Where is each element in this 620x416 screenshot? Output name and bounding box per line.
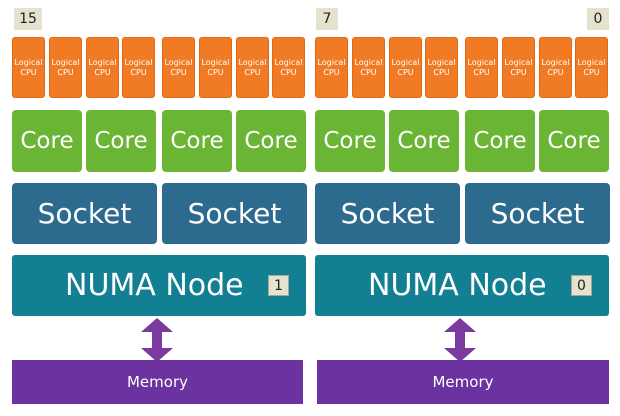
logical-cpu: Logical CPU xyxy=(352,37,385,98)
numa-node: NUMA Node 1 xyxy=(12,255,306,316)
core-label: Core xyxy=(323,128,377,154)
logical-cpu-label: Logical CPU xyxy=(577,57,606,77)
logical-cpu-label: Logical CPU xyxy=(467,57,496,77)
core-label: Core xyxy=(244,128,298,154)
double-arrow-icon xyxy=(444,318,476,362)
logical-cpu-label: Logical CPU xyxy=(274,57,303,77)
socket-label: Socket xyxy=(37,197,132,230)
socket-label: Socket xyxy=(340,197,435,230)
logical-cpu: Logical CPU xyxy=(315,37,348,98)
core: Core xyxy=(236,110,306,172)
core-label: Core xyxy=(397,128,451,154)
core: Core xyxy=(86,110,156,172)
cpu-index-first: 15 xyxy=(14,8,42,30)
socket-label: Socket xyxy=(490,197,585,230)
core: Core xyxy=(539,110,609,172)
cpu-index-last: 0 xyxy=(587,8,609,30)
core-label: Core xyxy=(473,128,527,154)
memory-block: Memory xyxy=(12,360,303,404)
logical-cpu: Logical CPU xyxy=(389,37,422,98)
logical-cpu: Logical CPU xyxy=(236,37,269,98)
socket: Socket xyxy=(465,183,610,244)
logical-cpu: Logical CPU xyxy=(502,37,535,98)
socket: Socket xyxy=(315,183,460,244)
core: Core xyxy=(162,110,232,172)
logical-cpu: Logical CPU xyxy=(12,37,45,98)
logical-cpu-label: Logical CPU xyxy=(164,57,193,77)
memory-block-label: Memory xyxy=(126,373,188,391)
socket-label: Socket xyxy=(187,197,282,230)
logical-cpu-label: Logical CPU xyxy=(354,57,383,77)
logical-cpu: Logical CPU xyxy=(122,37,155,98)
logical-cpu: Logical CPU xyxy=(86,37,119,98)
numa-node-id: 1 xyxy=(268,275,289,296)
logical-cpu-label: Logical CPU xyxy=(124,57,153,77)
numa-node: NUMA Node 0 xyxy=(315,255,609,316)
core: Core xyxy=(465,110,535,172)
core: Core xyxy=(315,110,385,172)
double-arrow-icon xyxy=(141,318,173,362)
logical-cpu: Logical CPU xyxy=(162,37,195,98)
logical-cpu: Logical CPU xyxy=(465,37,498,98)
core-label: Core xyxy=(20,128,74,154)
logical-cpu: Logical CPU xyxy=(199,37,232,98)
logical-cpu: Logical CPU xyxy=(575,37,608,98)
numa-node-label: NUMA Node xyxy=(368,268,547,303)
logical-cpu-label: Logical CPU xyxy=(201,57,230,77)
numa-node-id: 0 xyxy=(571,275,592,296)
logical-cpu-label: Logical CPU xyxy=(51,57,80,77)
logical-cpu: Logical CPU xyxy=(539,37,572,98)
logical-cpu: Logical CPU xyxy=(425,37,458,98)
logical-cpu-label: Logical CPU xyxy=(317,57,346,77)
logical-cpu: Logical CPU xyxy=(49,37,82,98)
socket: Socket xyxy=(12,183,157,244)
logical-cpu-label: Logical CPU xyxy=(427,57,456,77)
socket: Socket xyxy=(162,183,307,244)
logical-cpu: Logical CPU xyxy=(272,37,305,98)
memory-block-label: Memory xyxy=(432,373,494,391)
logical-cpu-label: Logical CPU xyxy=(238,57,267,77)
numa-node-label: NUMA Node xyxy=(65,268,244,303)
logical-cpu-label: Logical CPU xyxy=(88,57,117,77)
logical-cpu-label: Logical CPU xyxy=(14,57,43,77)
logical-cpu-label: Logical CPU xyxy=(541,57,570,77)
logical-cpu-label: Logical CPU xyxy=(391,57,420,77)
core: Core xyxy=(389,110,459,172)
cpu-index-middle: 7 xyxy=(316,8,338,30)
memory-block: Memory xyxy=(317,360,609,404)
core-label: Core xyxy=(547,128,601,154)
logical-cpu-label: Logical CPU xyxy=(504,57,533,77)
core: Core xyxy=(12,110,82,172)
core-label: Core xyxy=(170,128,224,154)
core-label: Core xyxy=(94,128,148,154)
